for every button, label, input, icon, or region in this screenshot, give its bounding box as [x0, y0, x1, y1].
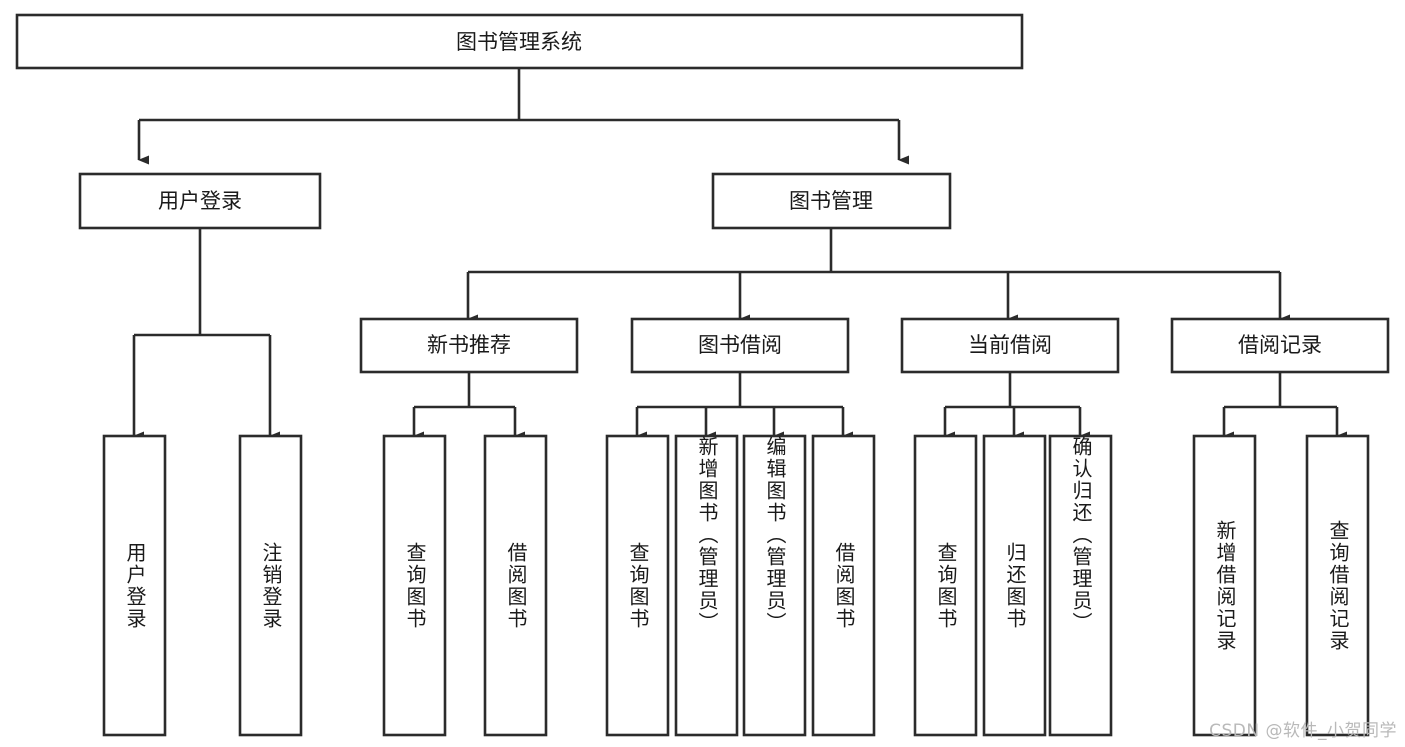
node-user-login-label: 用户登录 — [158, 189, 242, 213]
node-borrow-record[interactable] — [1170, 317, 1390, 374]
node-root-label: 图书管理系统 — [456, 30, 582, 54]
leaf-box-edit-book[interactable] — [742, 434, 807, 737]
leaf-box-borrow-book-1[interactable] — [483, 434, 548, 737]
node-new-book-recommend[interactable] — [359, 317, 579, 374]
leaf-box-query-book-3[interactable] — [913, 434, 978, 737]
node-current-borrow-label: 当前借阅 — [968, 333, 1052, 357]
leaf-box-query-book-2[interactable] — [605, 434, 670, 737]
csdn-watermark: CSDN @软件_小贺同学 — [1209, 721, 1397, 741]
node-book-management-label: 图书管理 — [789, 189, 873, 213]
node-new-book-recommend-label: 新书推荐 — [427, 333, 511, 357]
leaf-box-borrow-book-2[interactable] — [811, 434, 876, 737]
leaf-box-query-book-1[interactable] — [382, 434, 447, 737]
leaf-box-return-book[interactable] — [982, 434, 1047, 737]
leaf-box-user-login[interactable] — [102, 434, 167, 737]
leaf-box-add-record[interactable] — [1192, 434, 1257, 737]
leaf-box-logout-login[interactable] — [238, 434, 303, 737]
leaf-box-add-book[interactable] — [674, 434, 739, 737]
node-book-management[interactable] — [711, 172, 952, 230]
node-book-borrow-label: 图书借阅 — [698, 333, 782, 357]
node-current-borrow[interactable] — [900, 317, 1120, 374]
leaf-box-confirm-return[interactable] — [1048, 434, 1113, 737]
leaf-box-query-record[interactable] — [1305, 434, 1370, 737]
node-root-book-management-system[interactable] — [15, 13, 1024, 70]
node-borrow-record-label: 借阅记录 — [1238, 333, 1322, 357]
node-book-borrow[interactable] — [630, 317, 850, 374]
